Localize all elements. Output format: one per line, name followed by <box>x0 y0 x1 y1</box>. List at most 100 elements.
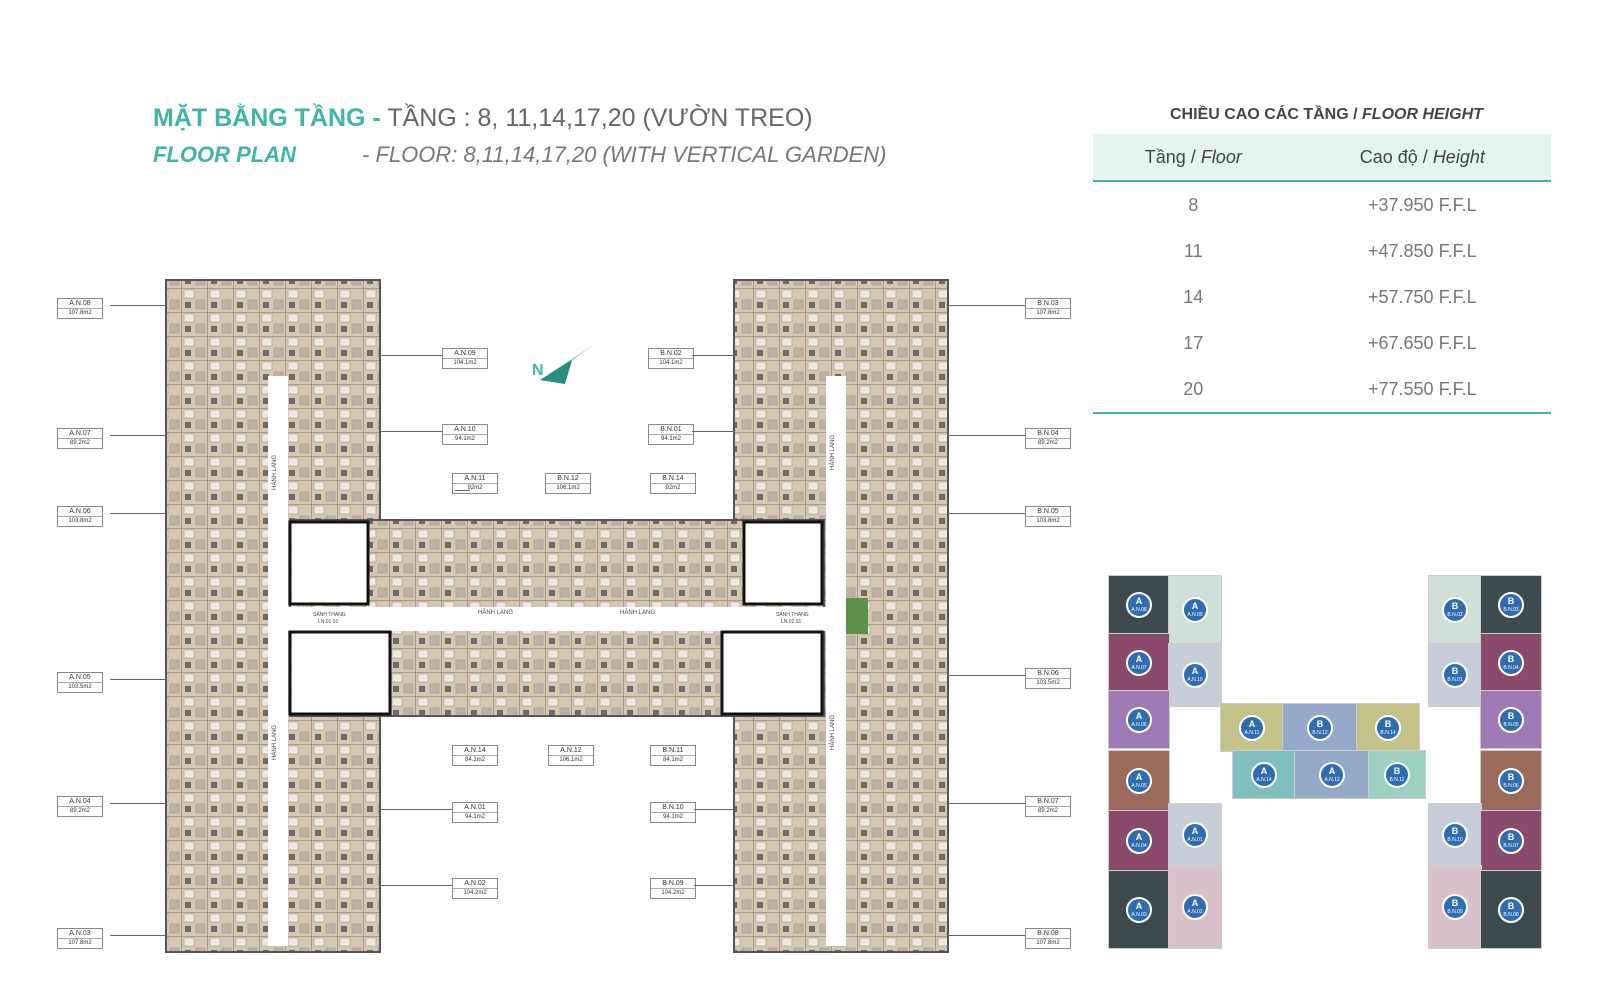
vertical-garden <box>846 598 868 634</box>
marker-code: A.N.14 <box>1256 776 1272 783</box>
marker-letter: A <box>1248 718 1256 729</box>
marker-code: A.N.01 <box>1187 837 1203 843</box>
unit-name: A.N.02 <box>453 879 497 889</box>
unit-name: A.N.09 <box>443 349 487 359</box>
unit-area: 106.1m2 <box>559 757 583 763</box>
floor-plan: N HÀNH LANG HÀNH LANG HÀNH LANG HÀNH LAN… <box>165 279 949 953</box>
leader-line <box>694 809 734 810</box>
unit-area: 94.1m2 <box>660 436 681 442</box>
unit-area: 89.2m2 <box>1037 808 1058 814</box>
unit-name: B.N.06 <box>1026 669 1070 679</box>
unit-name: A.N.03 <box>58 929 102 939</box>
marker-letter: B <box>1507 832 1515 842</box>
unit-name: B.N.14 <box>651 474 695 484</box>
corridor-center <box>268 607 846 631</box>
leader-line <box>380 809 452 810</box>
leader-line <box>948 803 1025 804</box>
unit-area: 103.8m2 <box>68 518 92 524</box>
marker-code: A.N.06 <box>1131 721 1147 728</box>
leader-line <box>110 935 166 936</box>
leader-line <box>948 935 1025 936</box>
marker-letter: B <box>1507 710 1515 721</box>
marker-code: A.N.07 <box>1131 664 1147 671</box>
unit-area: 89.2m2 <box>69 808 90 814</box>
center-top-block <box>289 519 825 611</box>
unit-area: 94.1m2 <box>662 814 683 820</box>
leader-line <box>948 305 1025 306</box>
leader-line <box>110 679 166 680</box>
marker-letter: A <box>1135 900 1143 911</box>
unit-area: 103.5m2 <box>1036 680 1060 686</box>
marker-letter: A <box>1135 596 1143 606</box>
unit-name: A.N.01 <box>453 803 497 813</box>
heights-title: CHIỀU CAO CÁC TẦNG / FLOOR HEIGHT <box>1170 106 1483 124</box>
marker-letter: B <box>1451 601 1459 611</box>
unit-name: B.N.04 <box>1026 429 1070 439</box>
table-row: 17+67.650 F.F.L <box>1183 332 1477 353</box>
table-row: 20+77.550 F.F.L <box>1093 366 1551 414</box>
title-en-prefix: FLOOR PLAN <box>153 142 296 167</box>
unit-area: 92m2 <box>665 485 681 491</box>
marker-letter: A <box>1135 772 1143 782</box>
core-lobby-2-top <box>742 520 824 606</box>
leader-line <box>948 435 1025 436</box>
title-en-text: - FLOOR: 8,11,14,17,20 (WITH VERTICAL GA… <box>362 142 887 167</box>
unit-name: A.N.04 <box>58 797 102 807</box>
marker-code: B.N.01 <box>1447 677 1463 683</box>
page-title: MẶT BẰNG TẦNG - TẦNG : 8, 11,14,17,20 (V… <box>153 104 813 133</box>
core-lobby-1-bottom <box>288 630 392 716</box>
unit-name: A.N.12 <box>549 746 593 756</box>
core-lobby-2-bottom <box>720 630 824 716</box>
marker-code: A.N.09 <box>1187 612 1203 618</box>
unit-area: 84.1m2 <box>464 757 485 763</box>
unit-area: 89.2m2 <box>1037 440 1058 446</box>
unit-area: 89.2m2 <box>69 440 90 446</box>
leader-line <box>694 885 734 886</box>
marker-letter: B <box>1507 772 1515 782</box>
page-subtitle: FLOOR PLAN - FLOOR: 8,11,14,17,20 (WITH V… <box>153 142 887 168</box>
marker-letter: B <box>1451 826 1459 836</box>
unit-area: 92m2 <box>467 485 483 491</box>
corridor-label-center-2: HÀNH LANG <box>620 609 655 616</box>
heights-title-en: FLOOR HEIGHT <box>1362 106 1483 123</box>
corridor-left <box>268 376 288 946</box>
table-row: 11+47.850 F.F.L <box>1183 240 1477 261</box>
